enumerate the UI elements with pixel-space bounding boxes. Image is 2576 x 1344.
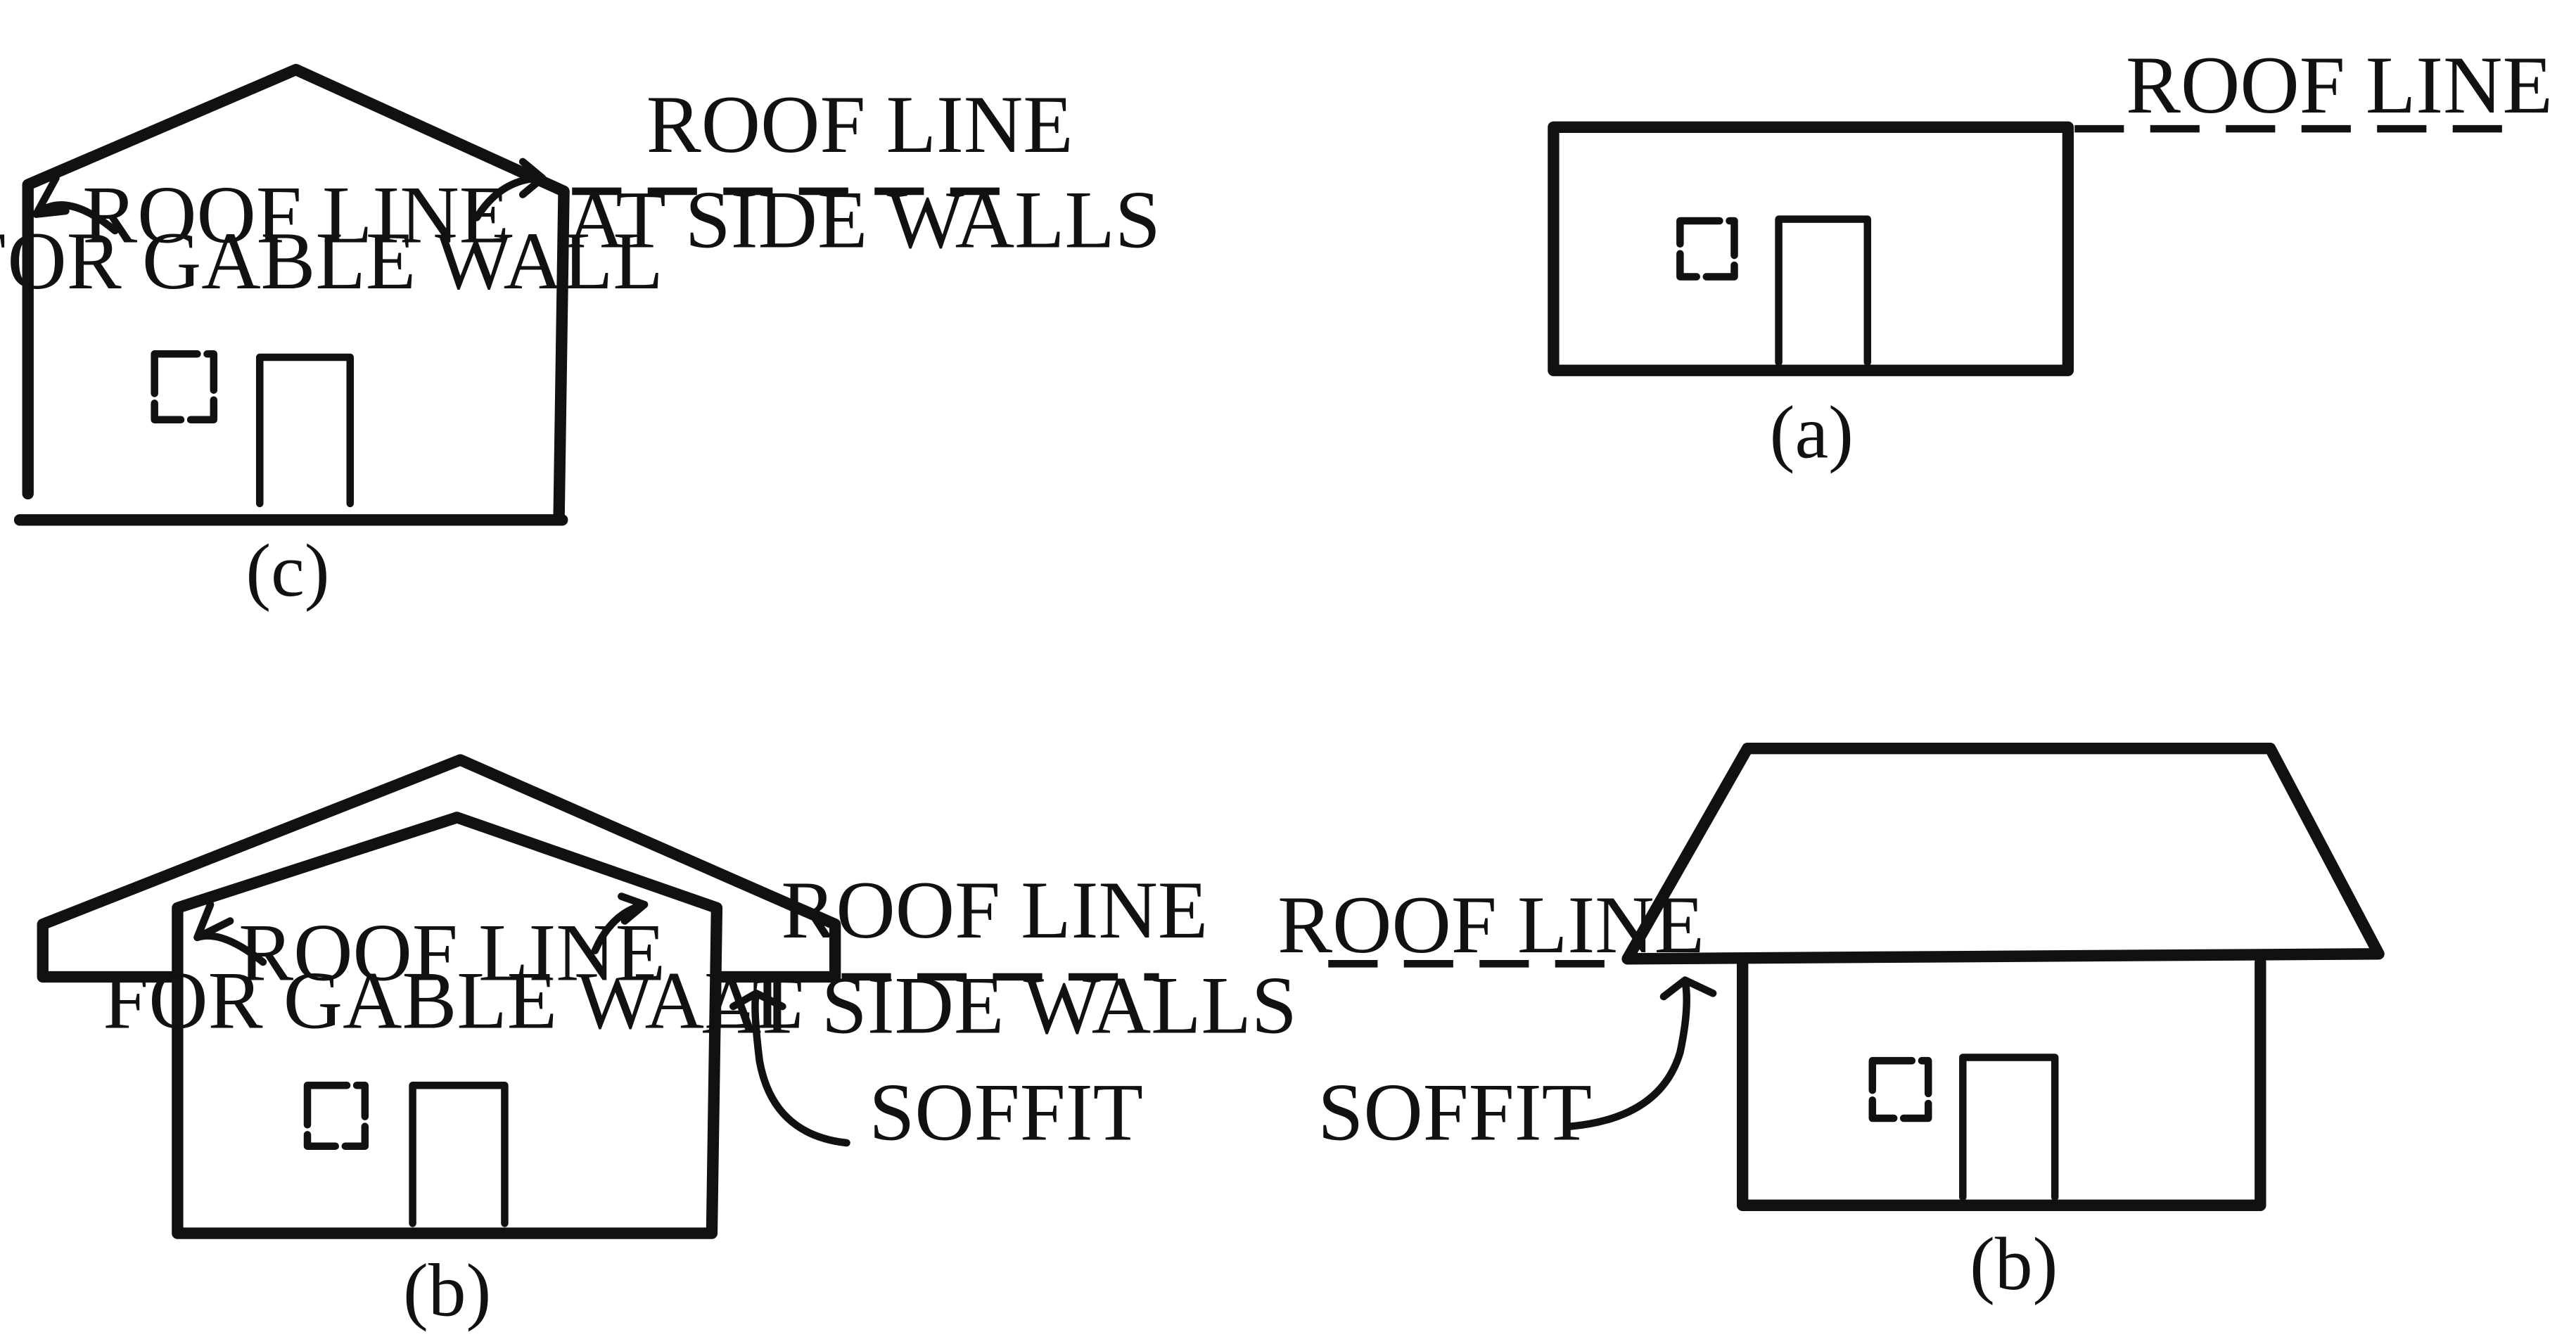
panel-b-gable-door bbox=[409, 1081, 509, 1227]
panel-b-gable-arrow-left bbox=[193, 900, 267, 966]
panel-b-gable-soffit-label: SOFFIT bbox=[869, 1067, 1143, 1158]
panel-b-hip-house-walls bbox=[1736, 956, 2266, 1212]
panel-b-hip-soffit-label: SOFFIT bbox=[1318, 1067, 1592, 1158]
panel-b-hip-roof-line-label: ROOF LINE bbox=[1277, 880, 1704, 971]
panel-a-window bbox=[1676, 217, 1738, 281]
panel-c-window bbox=[151, 350, 218, 424]
panel-b-hip-soffit-arrow bbox=[1566, 976, 1717, 1130]
panel-b-gable-overhang-house: ROOF LINE FOR GABLE WALL ROOF LINE AT SI… bbox=[37, 754, 1297, 1332]
panel-b-hip-house: ROOF LINE SOFFIT (b) bbox=[1277, 742, 2385, 1306]
panel-b-gable-side-walls-label: AT SIDE WALLS bbox=[702, 960, 1297, 1051]
panel-b-gable-label-line2: FOR GABLE WALL bbox=[103, 955, 804, 1046]
panel-b-gable-arrow-right bbox=[591, 892, 649, 954]
panel-b-gable-roof-line-label: ROOF LINE bbox=[781, 865, 1208, 956]
panel-b-gable-house-outline bbox=[172, 812, 723, 1239]
panel-b-hip-door bbox=[1959, 1054, 2059, 1201]
panel-b-hip-window bbox=[1868, 1056, 1932, 1122]
panel-b-hip-caption: (b) bbox=[1970, 1222, 2058, 1306]
panel-b-hip-roof bbox=[1621, 742, 2385, 965]
panel-a-flat-house: ROOF LINE (a) bbox=[1548, 40, 2553, 475]
panel-c-arrow-left bbox=[32, 174, 119, 235]
panel-c-side-walls-label: AT SIDE WALLS bbox=[566, 174, 1161, 265]
panel-c-gable-house: ROOF LINE FOR GABLE WALL ROOF LINE AT SI… bbox=[0, 63, 1161, 613]
panel-c-house-outline bbox=[22, 63, 570, 526]
panel-c-arrow-right bbox=[473, 158, 547, 222]
panel-a-house-outline bbox=[1548, 121, 2074, 376]
panel-c-gable-label-line1: ROOF LINE bbox=[82, 169, 509, 260]
panel-a-roof-line-label: ROOF LINE bbox=[2126, 40, 2553, 131]
panel-c-caption: (c) bbox=[246, 529, 329, 613]
panel-b-gable-window bbox=[303, 1081, 369, 1150]
panel-c-roof-line-label: ROOF LINE bbox=[646, 79, 1073, 170]
panel-a-caption: (a) bbox=[1770, 391, 1854, 475]
panel-b-gable-soffit-arrow bbox=[729, 990, 850, 1147]
panel-a-door bbox=[1775, 215, 1872, 366]
panel-b-gable-caption: (b) bbox=[403, 1248, 491, 1332]
panel-c-door bbox=[255, 353, 355, 508]
panel-c-gable-label-line2: FOR GABLE WALL bbox=[0, 216, 663, 307]
panel-b-gable-label-line1: ROOF LINE bbox=[238, 908, 665, 999]
panel-b-gable-roof-overhang bbox=[37, 754, 841, 983]
